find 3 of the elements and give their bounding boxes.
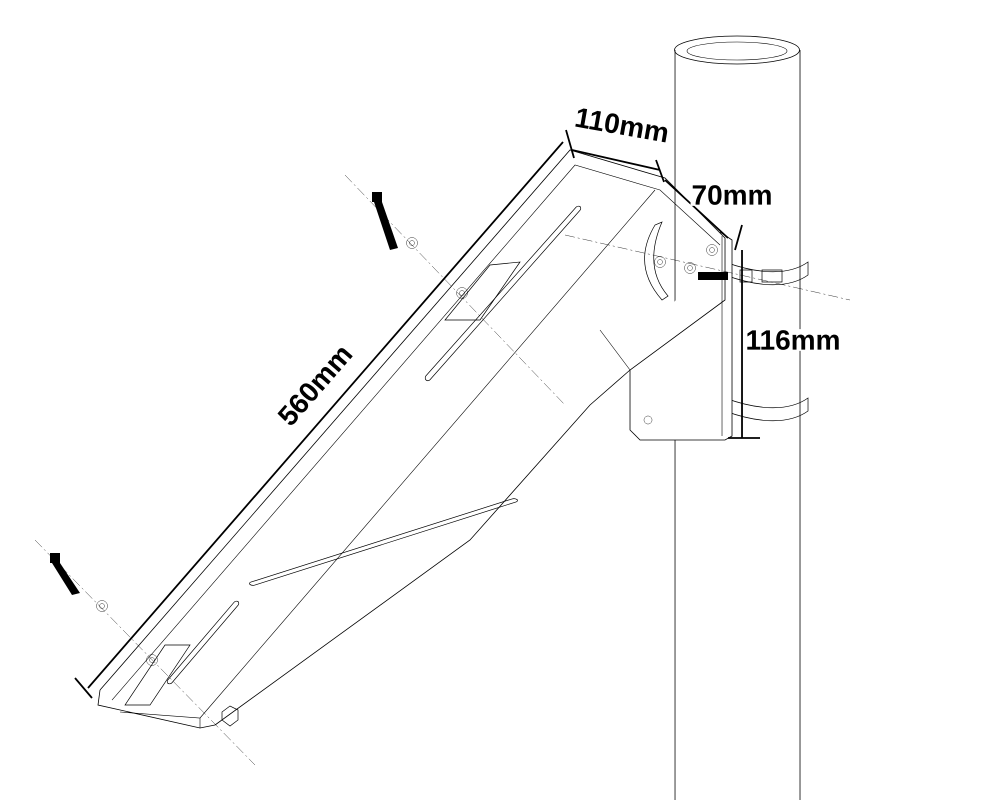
dimension-label: 70mm xyxy=(690,184,774,206)
dimension-label: 110mm xyxy=(572,106,672,144)
dimension-label: 116mm xyxy=(744,329,842,351)
